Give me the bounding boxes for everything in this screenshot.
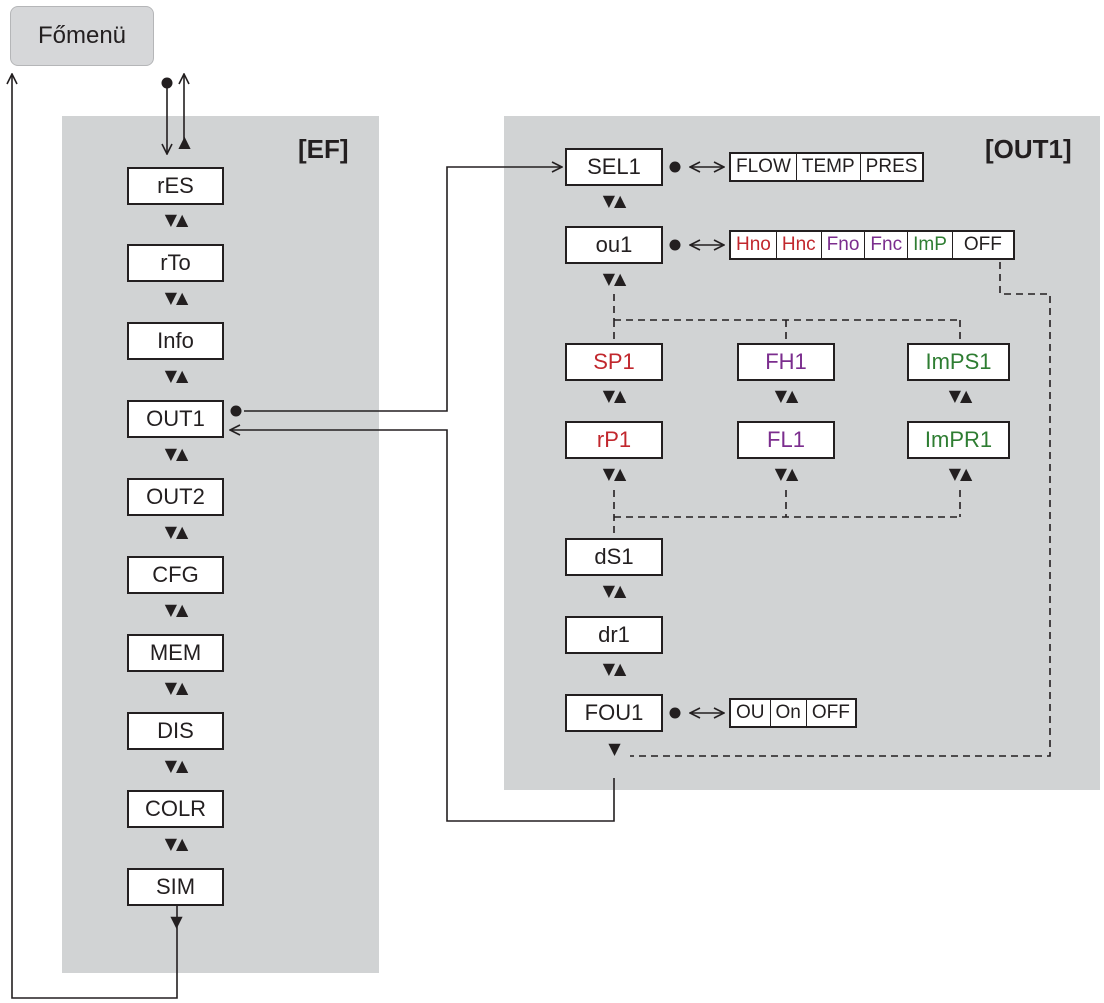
ou1-option-imp[interactable]: ImP [908,232,953,258]
updown-arrows: ▼▲ [602,464,627,483]
sel1-option-flow[interactable]: FLOW [731,154,797,180]
sel1-dot [669,161,681,173]
out1-panel-title: [OUT1] [985,134,1072,164]
main-menu-button[interactable]: Főmenü [10,6,154,66]
imps1-box[interactable]: ImPS1 [907,343,1010,381]
ds1-box[interactable]: dS1 [565,538,663,576]
out1-return-line [230,430,615,822]
updown-arrows: ▼▲ [602,191,627,210]
ef-item-cfg[interactable]: CFG [127,556,224,594]
fou1-options: OU On OFF [729,698,857,728]
updown-arrows: ▼▲ [164,210,189,229]
updown-arrows: ▼▲ [164,600,189,619]
ef-panel-title: [EF] [298,134,349,164]
rp1-box[interactable]: rP1 [565,421,663,459]
updown-arrows: ▼▲ [948,386,973,405]
out1-enter-line [244,167,562,412]
fou1-option-off[interactable]: OFF [811,702,850,723]
ou1-dot [669,239,681,251]
updown-arrows: ▼▲ [164,834,189,853]
ef-item-info[interactable]: Info [127,322,224,360]
updown-arrows: ▼▲ [164,444,189,463]
return-line [12,74,178,999]
ef-item-rto[interactable]: rTo [127,244,224,282]
ef-item-sim[interactable]: SIM [127,868,224,906]
ou1-option-hno[interactable]: Hno [731,232,777,258]
sel1-option-pres[interactable]: PRES [865,156,918,177]
down-arrow: ▼ [170,912,182,931]
fl1-box[interactable]: FL1 [737,421,835,459]
dr1-box[interactable]: dr1 [565,616,663,654]
fou1-box[interactable]: FOU1 [565,694,663,732]
entry-dot [161,77,173,89]
updown-arrows: ▼▲ [774,464,799,483]
ef-item-res[interactable]: rES [127,167,224,205]
ou1-options: Hno Hnc Fno Fnc ImP OFF [729,230,1015,260]
dash-off-bypass [630,262,1051,757]
updown-arrows: ▼▲ [164,522,189,541]
updown-arrows: ▼▲ [774,386,799,405]
ef-item-dis[interactable]: DIS [127,712,224,750]
updown-arrows: ▼▲ [602,581,627,600]
impr1-box[interactable]: ImPR1 [907,421,1010,459]
fou1-option-on[interactable]: On [771,700,807,726]
ef-item-out2[interactable]: OUT2 [127,478,224,516]
ef-item-mem[interactable]: MEM [127,634,224,672]
updown-arrows: ▼▲ [602,659,627,678]
ef-item-out1[interactable]: OUT1 [127,400,224,438]
updown-arrows: ▼▲ [948,464,973,483]
ou1-option-hnc[interactable]: Hnc [777,232,822,258]
ou1-option-fnc[interactable]: Fnc [865,232,909,258]
ou1-option-fno[interactable]: Fno [822,232,866,258]
updown-arrows: ▼▲ [602,269,627,288]
ou1-option-off[interactable]: OFF [963,234,1002,255]
sel1-box[interactable]: SEL1 [565,148,663,186]
updown-arrows: ▼▲ [164,366,189,385]
ou1-box[interactable]: ou1 [565,226,663,264]
sel1-option-temp[interactable]: TEMP [797,154,861,180]
updown-arrows: ▼▲ [602,386,627,405]
up-arrow: ▲ [178,132,190,151]
updown-arrows: ▼▲ [164,288,189,307]
down-arrow: ▼ [608,739,620,758]
fou1-option-ou[interactable]: OU [731,700,771,726]
updown-arrows: ▼▲ [164,678,189,697]
updown-arrows: ▼▲ [164,756,189,775]
fou1-dot [669,707,681,719]
ef-item-colr[interactable]: COLR [127,790,224,828]
fh1-box[interactable]: FH1 [737,343,835,381]
sel1-options: FLOW TEMP PRES [729,152,925,182]
sp1-box[interactable]: SP1 [565,343,663,381]
out1-dot [230,405,242,417]
